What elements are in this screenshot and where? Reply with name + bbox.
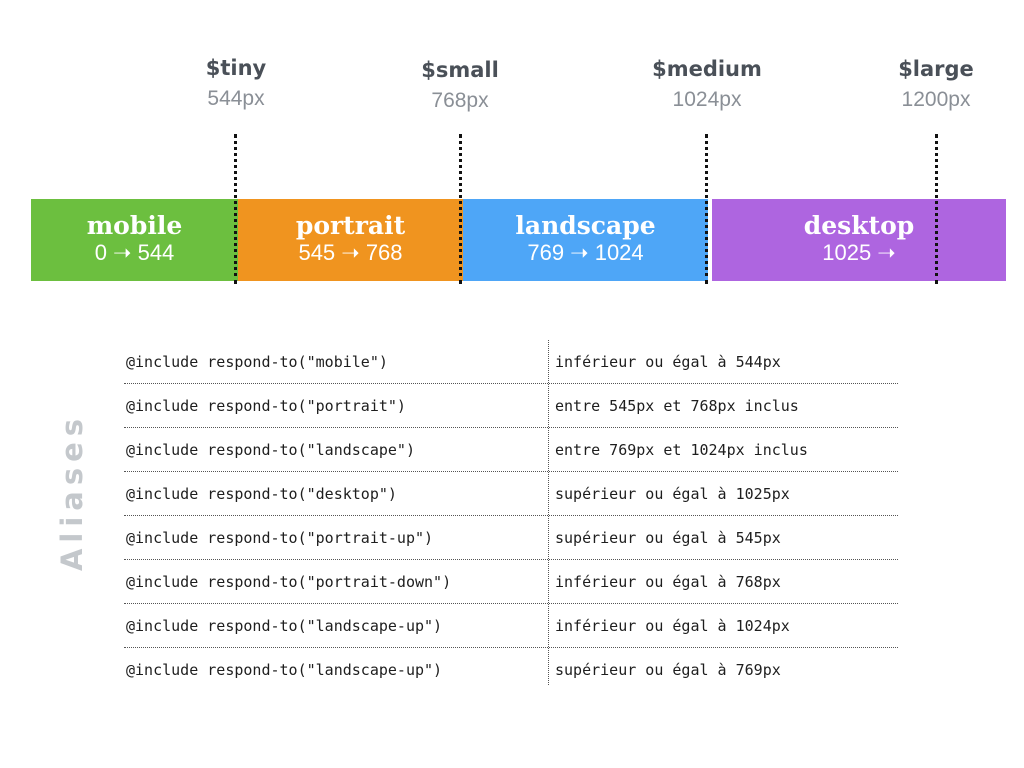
band-range: 769 ➝ 1024 — [527, 240, 644, 265]
breakpoint-value: 1024px — [672, 88, 742, 111]
breakpoint-line-large — [935, 134, 938, 284]
alias-code: @include respond-to("mobile") — [126, 352, 388, 371]
alias-description: inférieur ou égal à 1024px — [555, 616, 790, 635]
breakpoint-value: 1200px — [901, 88, 971, 111]
band-landscape: landscape 769 ➝ 1024 — [463, 199, 708, 281]
alias-code: @include respond-to("landscape") — [126, 440, 415, 459]
band-title: portrait — [295, 211, 406, 240]
alias-code: @include respond-to("portrait-down") — [126, 572, 452, 591]
band-range: 0 ➝ 544 — [94, 240, 175, 265]
table-row: @include respond-to("landscape-up") infé… — [124, 604, 898, 648]
table-row: @include respond-to("portrait") entre 54… — [124, 384, 898, 428]
table-column-divider — [548, 340, 549, 685]
band-title: desktop — [803, 211, 915, 240]
breakpoint-name: $large — [898, 57, 974, 81]
band-mobile: mobile 0 ➝ 544 — [31, 199, 238, 281]
alias-code: @include respond-to("portrait") — [126, 396, 406, 415]
breakpoint-name: $small — [421, 58, 499, 82]
breakpoint-name: $tiny — [205, 56, 267, 80]
band-portrait: portrait 545 ➝ 768 — [238, 199, 463, 281]
breakpoint-tiny: $tiny 544px — [166, 56, 306, 111]
alias-description: supérieur ou égal à 1025px — [555, 484, 790, 503]
breakpoint-value: 768px — [431, 89, 489, 112]
breakpoint-line-tiny — [234, 134, 237, 284]
breakpoint-name: $medium — [652, 57, 762, 81]
breakpoint-line-medium — [705, 134, 708, 284]
breakpoint-line-small — [459, 134, 462, 284]
band-range: 1025 ➝ — [822, 240, 896, 265]
aliases-label: Aliases — [55, 412, 89, 572]
aliases-table: @include respond-to("mobile") inférieur … — [124, 340, 898, 691]
breakpoint-small: $small 768px — [390, 58, 530, 113]
table-row: @include respond-to("mobile") inférieur … — [124, 340, 898, 384]
alias-description: supérieur ou égal à 545px — [555, 528, 781, 547]
breakpoint-medium: $medium 1024px — [637, 57, 777, 112]
alias-description: entre 769px et 1024px inclus — [555, 440, 808, 459]
alias-description: inférieur ou égal à 544px — [555, 352, 781, 371]
table-row: @include respond-to("portrait-up") supér… — [124, 516, 898, 560]
band-title: mobile — [86, 211, 183, 240]
alias-description: supérieur ou égal à 769px — [555, 660, 781, 679]
alias-code: @include respond-to("portrait-up") — [126, 528, 434, 547]
table-row: @include respond-to("landscape") entre 7… — [124, 428, 898, 472]
table-row: @include respond-to("landscape-up") supé… — [124, 648, 898, 691]
alias-code: @include respond-to("landscape-up") — [126, 616, 443, 635]
breakpoint-value: 544px — [207, 87, 265, 110]
alias-description: entre 545px et 768px inclus — [555, 396, 799, 415]
alias-code: @include respond-to("landscape-up") — [126, 660, 443, 679]
band-desktop: desktop 1025 ➝ — [712, 199, 1006, 281]
band-range: 545 ➝ 768 — [298, 240, 403, 265]
alias-code: @include respond-to("desktop") — [126, 484, 397, 503]
table-row: @include respond-to("portrait-down") inf… — [124, 560, 898, 604]
alias-description: inférieur ou égal à 768px — [555, 572, 781, 591]
table-row: @include respond-to("desktop") supérieur… — [124, 472, 898, 516]
band-title: landscape — [515, 211, 656, 240]
breakpoint-large: $large 1200px — [866, 57, 1006, 112]
